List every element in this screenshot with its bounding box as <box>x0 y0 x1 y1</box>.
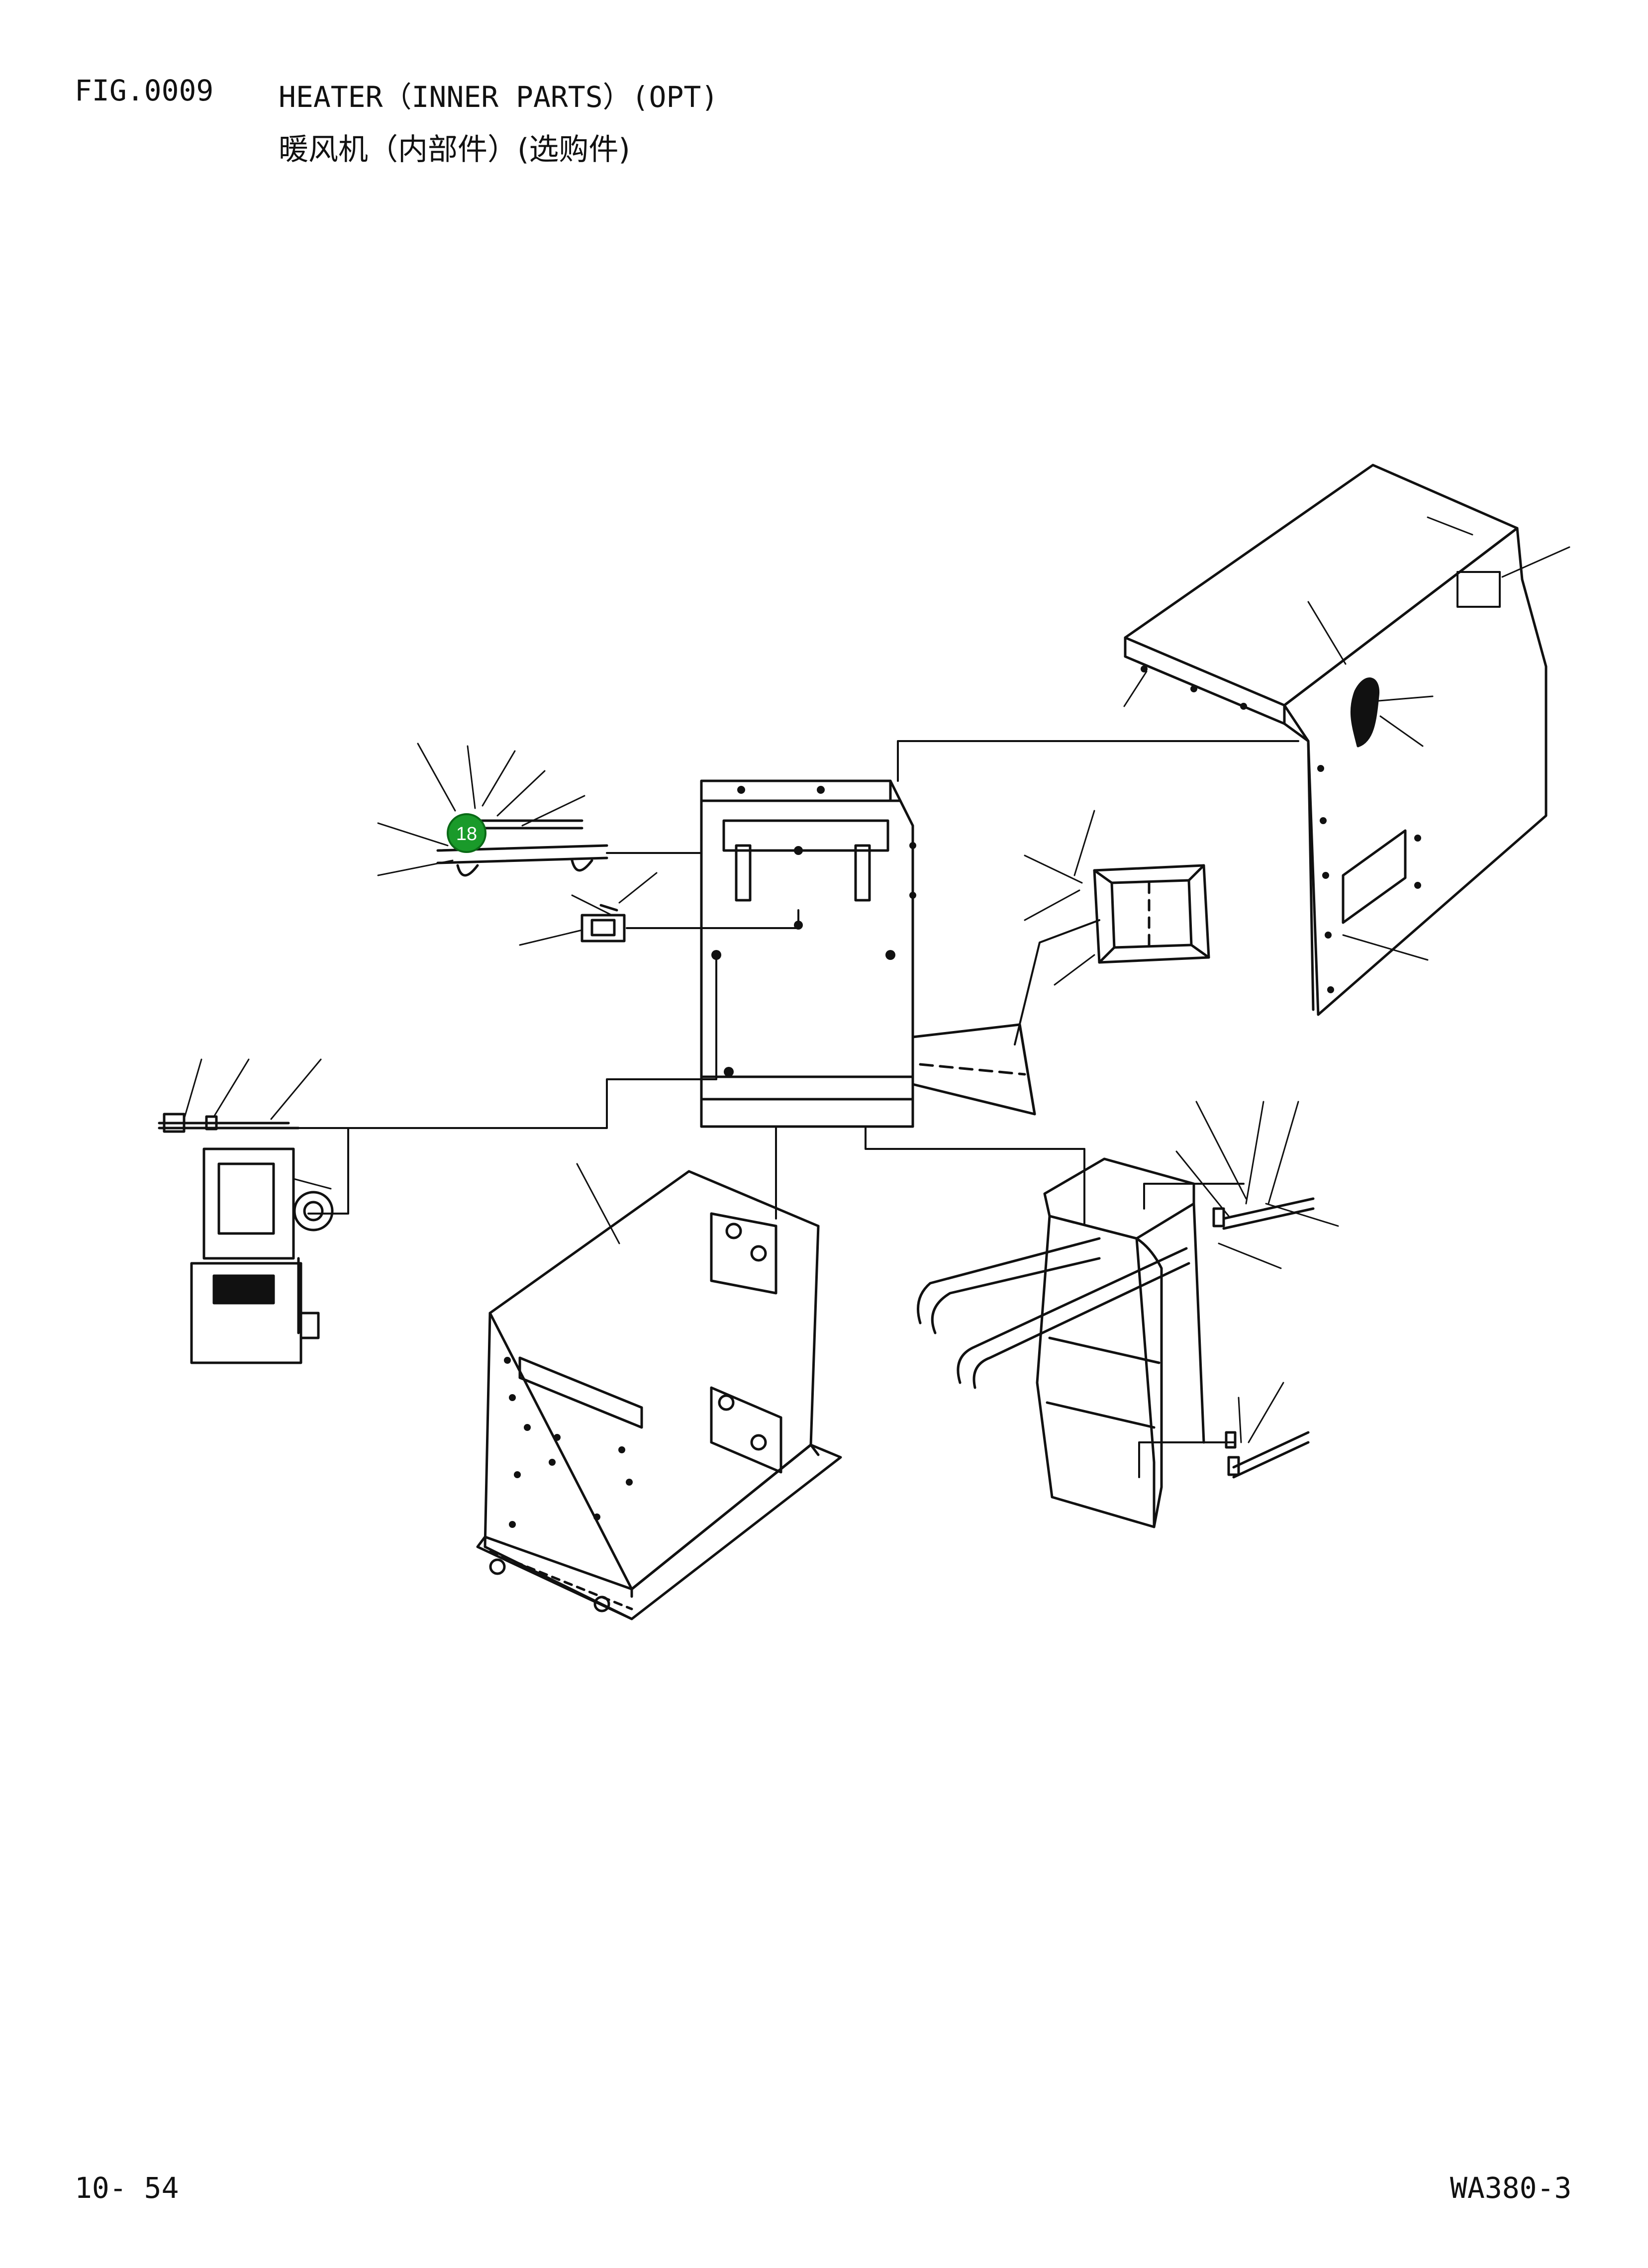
vent-frame <box>1094 865 1209 962</box>
heater-mounting-bracket <box>478 1171 841 1619</box>
heater-core-box <box>701 781 913 1127</box>
clamp-bolts <box>1214 1199 1313 1477</box>
leader-lines <box>184 517 1569 1442</box>
assembly-reference-lines <box>293 741 1298 1477</box>
figure-title-chinese: 暖风机（内部件）(选购件) <box>279 132 630 167</box>
bracket-dots <box>504 1357 633 1528</box>
machine-model: WA380-3 <box>1450 2171 1572 2205</box>
figure-title-english: HEATER（INNER PARTS）(OPT) <box>279 80 719 114</box>
callout-18-badge <box>448 814 485 852</box>
callout-18[interactable]: 18 <box>448 814 485 852</box>
heater-core-insulation <box>918 1159 1204 1527</box>
callout-18-label: 18 <box>456 824 477 845</box>
heater-duct <box>913 1025 1035 1114</box>
cover-bolt-markers <box>1141 665 1421 993</box>
core-box-fasteners <box>711 786 916 1077</box>
heater-top-cover <box>1125 465 1546 1015</box>
figure-number: FIG.0009 <box>75 74 214 107</box>
blower-motor <box>159 1114 332 1363</box>
page-number: 10- 54 <box>75 2171 179 2205</box>
bracket-fasteners <box>490 1224 766 1611</box>
